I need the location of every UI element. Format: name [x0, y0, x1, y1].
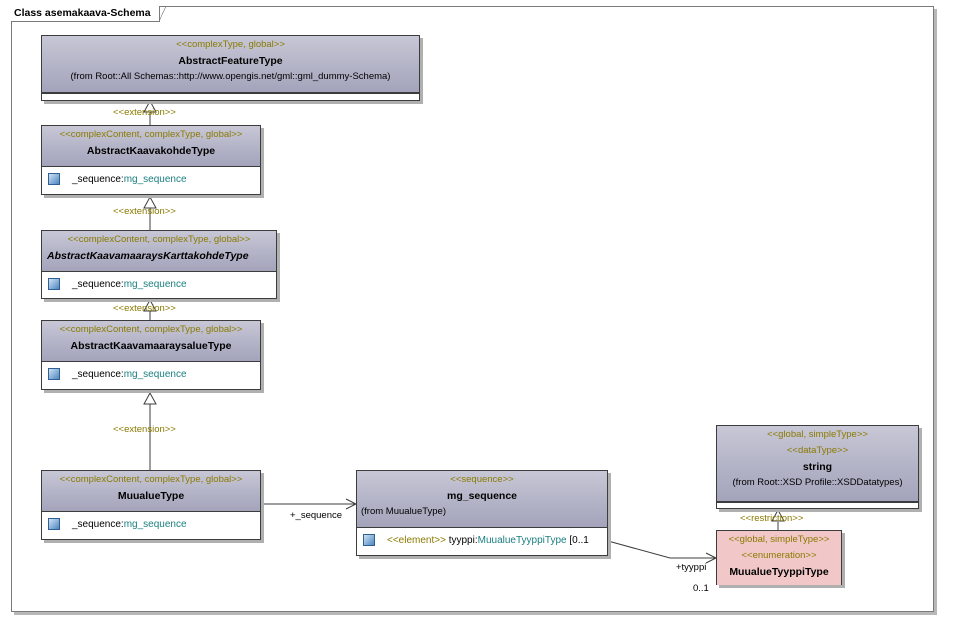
- multiplicity-label: 0..1: [693, 583, 709, 594]
- role-label-tyyppi: +tyyppi: [676, 562, 707, 573]
- association-line: [607, 540, 716, 559]
- from-package: (from Root::XSD Profile::XSDDatatypes): [732, 477, 903, 488]
- generalization-arrowhead: [143, 99, 157, 113]
- class-muualue-type[interactable]: <<complexContent, complexType, global>> …: [41, 470, 261, 540]
- generalization-arrowhead: [143, 195, 157, 209]
- attribute-row[interactable]: _sequence:mg_sequence: [42, 272, 276, 298]
- attribute-icon: [48, 278, 60, 291]
- class-abstract-kaavakohde-type[interactable]: <<complexContent, complexType, global>> …: [41, 125, 261, 195]
- class-name: MuualueTyyppiType: [729, 566, 829, 578]
- restriction-label: <<restriction>>: [740, 513, 804, 524]
- class-header: <<complexContent, complexType, global>> …: [42, 321, 260, 362]
- extension-label: <<extension>>: [113, 424, 176, 435]
- compartment-divider: [717, 502, 918, 506]
- class-muualue-tyyppi-type[interactable]: <<global, simpleType>> <<enumeration>> M…: [716, 530, 842, 585]
- attribute-multiplicity: [0..1: [566, 535, 589, 546]
- class-header: <<complexType, global>> AbstractFeatureT…: [42, 36, 419, 93]
- attribute-name: _sequence:: [72, 369, 124, 380]
- extension-label: <<extension>>: [113, 303, 176, 314]
- class-header: <<complexContent, complexType, global>> …: [42, 231, 276, 272]
- generalization-arrowhead: [771, 508, 785, 522]
- attribute-icon: [48, 173, 60, 186]
- stereotype: <<global, simpleType>>: [767, 429, 868, 440]
- from-package: (from MuualueType): [361, 506, 447, 517]
- stereotype: <<global, simpleType>>: [728, 534, 830, 545]
- compartment-divider: [42, 93, 419, 99]
- attribute-name: _sequence:: [72, 519, 124, 530]
- generalization-arrowhead: [143, 298, 157, 312]
- class-name: AbstractKaavamaaraysalueType: [70, 340, 232, 352]
- attribute-row[interactable]: _sequence:mg_sequence: [42, 362, 260, 388]
- attribute-row[interactable]: _sequence:mg_sequence: [42, 512, 260, 538]
- class-name: string: [802, 461, 833, 473]
- attribute-icon: [48, 518, 60, 531]
- stereotype: <<dataType>>: [786, 445, 849, 456]
- stereotype: <<complexContent, complexType, global>>: [67, 234, 251, 245]
- generalization-arrowhead: [143, 391, 157, 405]
- from-package: (from Root::All Schemas::http://www.open…: [70, 71, 391, 82]
- stereotype: <<complexType, global>>: [176, 39, 285, 50]
- stereotype: <<complexContent, complexType, global>>: [59, 474, 243, 485]
- attribute-name: tyyppi:: [445, 535, 478, 546]
- class-abstract-feature-type[interactable]: <<complexType, global>> AbstractFeatureT…: [41, 35, 420, 101]
- class-mg-sequence[interactable]: <<sequence>> mg_sequence (from MuualueTy…: [356, 470, 608, 556]
- class-name: AbstractKaavakohdeType: [86, 145, 216, 157]
- class-header: <<global, simpleType>> <<dataType>> stri…: [717, 426, 918, 502]
- stereotype: <<enumeration>>: [741, 550, 817, 561]
- class-string[interactable]: <<global, simpleType>> <<dataType>> stri…: [716, 425, 919, 509]
- class-abstract-alue-type[interactable]: <<complexContent, complexType, global>> …: [41, 320, 261, 390]
- frame-title: Class asemakaava-Schema: [11, 6, 166, 22]
- role-label-sequence: +_sequence: [290, 510, 343, 521]
- class-name: AbstractKaavamaaraysKarttakohdeType: [47, 250, 249, 262]
- class-name: MuualueType: [117, 490, 185, 502]
- attribute-name: _sequence:: [72, 174, 124, 185]
- attribute-stereotype: <<element>>: [387, 535, 446, 546]
- class-header: <<global, simpleType>> <<enumeration>> M…: [717, 531, 841, 585]
- attribute-name: _sequence:: [72, 279, 124, 290]
- class-abstract-kartta-type[interactable]: <<complexContent, complexType, global>> …: [41, 230, 277, 299]
- attribute-type: mg_sequence: [123, 369, 187, 380]
- class-header: <<sequence>> mg_sequence (from MuualueTy…: [357, 471, 607, 528]
- class-header: <<complexContent, complexType, global>> …: [42, 471, 260, 512]
- attribute-row[interactable]: <<element>> tyyppi:MuualueTyyppiType [0.…: [357, 528, 607, 554]
- attribute-type: MuualueTyyppiType: [477, 535, 567, 546]
- class-name: AbstractFeatureType: [178, 55, 283, 67]
- attribute-type: mg_sequence: [123, 519, 187, 530]
- stereotype: <<sequence>>: [450, 474, 514, 485]
- extension-label: <<extension>>: [113, 206, 176, 217]
- attribute-icon: [48, 368, 60, 381]
- stereotype: <<complexContent, complexType, global>>: [59, 324, 243, 335]
- class-name: mg_sequence: [446, 490, 518, 502]
- stereotype: <<complexContent, complexType, global>>: [59, 129, 243, 140]
- extension-label: <<extension>>: [113, 107, 176, 118]
- attribute-type: mg_sequence: [123, 279, 187, 290]
- attribute-icon: [363, 534, 375, 547]
- attribute-type: mg_sequence: [123, 174, 187, 185]
- class-header: <<complexContent, complexType, global>> …: [42, 126, 260, 167]
- attribute-row[interactable]: _sequence:mg_sequence: [42, 167, 260, 193]
